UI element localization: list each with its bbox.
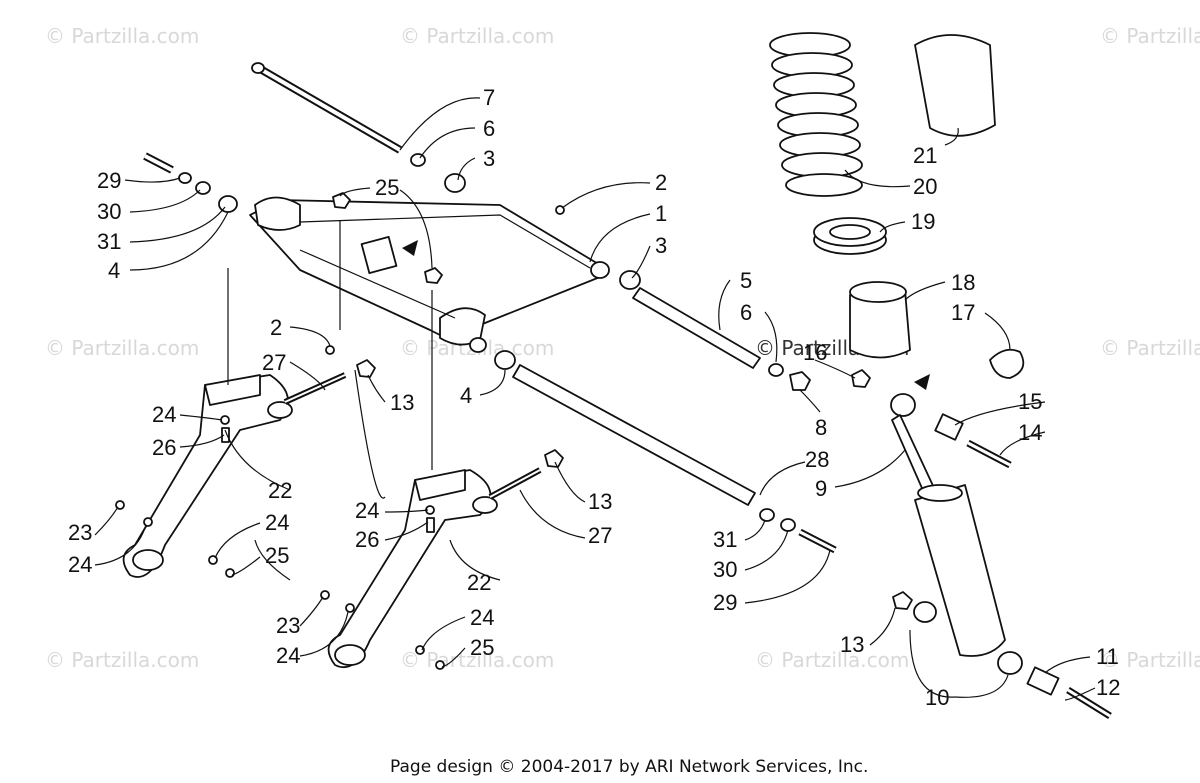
callout-5: 5 bbox=[740, 268, 752, 293]
callout-17: 17 bbox=[951, 300, 975, 325]
callout-25: 25 bbox=[470, 635, 494, 660]
callout-22: 22 bbox=[268, 478, 292, 503]
guide-lines bbox=[227, 220, 433, 470]
callout-8: 8 bbox=[815, 415, 827, 440]
callout-13: 13 bbox=[588, 489, 612, 514]
copyright-footer: Page design © 2004-2017 by ARI Network S… bbox=[390, 757, 868, 777]
callout-16: 16 bbox=[803, 340, 827, 365]
shaft-28 bbox=[512, 364, 837, 554]
callout-29: 29 bbox=[97, 168, 121, 193]
callout-11: 11 bbox=[1096, 644, 1119, 669]
bushing-4-mid bbox=[494, 350, 516, 370]
callout-19: 19 bbox=[911, 209, 935, 234]
callout-30: 30 bbox=[713, 557, 737, 582]
nut-16 bbox=[851, 369, 871, 388]
callout-25: 25 bbox=[265, 543, 289, 568]
watermark: © Partzilla.com bbox=[45, 24, 199, 48]
grease-fitting-2-left bbox=[325, 345, 335, 355]
callout-22: 22 bbox=[467, 570, 491, 595]
watermark: © Partzilla.com bbox=[1100, 24, 1200, 48]
callout-4: 4 bbox=[108, 258, 120, 283]
shock-9 bbox=[890, 393, 1006, 657]
callout-2: 2 bbox=[655, 170, 667, 195]
callout-25: 25 bbox=[375, 175, 399, 200]
washer-17 bbox=[989, 348, 1025, 379]
callout-14: 14 bbox=[1018, 420, 1042, 445]
callout-6: 6 bbox=[740, 300, 752, 325]
callout-15: 15 bbox=[1018, 389, 1042, 414]
watermark: © Partzilla.com bbox=[400, 648, 554, 672]
watermarks: © Partzilla.com © Partzilla.com © Partzi… bbox=[45, 24, 1200, 672]
callout-13: 13 bbox=[840, 632, 864, 657]
bumper-21 bbox=[914, 34, 996, 137]
spring-20 bbox=[769, 32, 863, 197]
callout-10: 10 bbox=[925, 685, 949, 710]
callout-27: 27 bbox=[262, 350, 286, 375]
part-drawings bbox=[115, 32, 1112, 719]
callout-31: 31 bbox=[97, 229, 121, 254]
watermark: © Partzilla.com bbox=[755, 648, 909, 672]
callout-7: 7 bbox=[483, 85, 495, 110]
callout-1: 1 bbox=[655, 201, 667, 226]
callout-24: 24 bbox=[470, 605, 494, 630]
callout-3: 3 bbox=[483, 146, 495, 171]
callout-13: 13 bbox=[390, 390, 414, 415]
watermark: © Partzilla.com bbox=[1100, 648, 1200, 672]
arrow-marker-shock bbox=[914, 374, 930, 390]
watermark: © Partzilla.com bbox=[45, 336, 199, 360]
sleeve-18 bbox=[849, 281, 911, 359]
callout-31: 31 bbox=[713, 527, 737, 552]
callout-23: 23 bbox=[68, 520, 92, 545]
shaft-5 bbox=[632, 287, 811, 391]
bushing-3-right bbox=[619, 270, 641, 290]
callout-30: 30 bbox=[97, 199, 121, 224]
callout-24: 24 bbox=[68, 552, 92, 577]
collar-19 bbox=[813, 217, 887, 255]
arrow-marker-arm bbox=[402, 240, 418, 256]
callout-21: 21 bbox=[913, 143, 937, 168]
callout-24: 24 bbox=[355, 498, 379, 523]
callout-2: 2 bbox=[270, 315, 282, 340]
callout-3: 3 bbox=[655, 233, 667, 258]
bracket-22-left bbox=[115, 359, 376, 578]
callout-24: 24 bbox=[276, 643, 300, 668]
callouts: 7 6 3 2 1 3 29 30 31 4 25 2 27 13 4 5 6 … bbox=[68, 85, 1120, 710]
callout-26: 26 bbox=[152, 435, 176, 460]
bushing-6-top bbox=[410, 153, 466, 193]
bracket-22-middle bbox=[320, 449, 564, 670]
callout-24: 24 bbox=[265, 510, 289, 535]
callout-4: 4 bbox=[460, 383, 472, 408]
callout-12: 12 bbox=[1096, 675, 1120, 700]
callout-20: 20 bbox=[913, 174, 937, 199]
callout-28: 28 bbox=[805, 447, 829, 472]
callout-26: 26 bbox=[355, 527, 379, 552]
bolt-29-left bbox=[143, 152, 211, 195]
callout-27: 27 bbox=[588, 523, 612, 548]
bushing-4-arm bbox=[469, 337, 487, 353]
bushing-4-left bbox=[218, 195, 238, 213]
nut-25-b bbox=[424, 267, 443, 284]
watermark: © Partzilla.com bbox=[1100, 336, 1200, 360]
callout-9: 9 bbox=[815, 476, 827, 501]
callout-24: 24 bbox=[152, 402, 176, 427]
leader-lines bbox=[94, 97, 1096, 701]
bolt-7 bbox=[251, 62, 403, 154]
callout-23: 23 bbox=[276, 613, 300, 638]
nut-25-a bbox=[332, 192, 351, 209]
lower-hardware bbox=[892, 591, 1112, 719]
watermark: © Partzilla.com bbox=[400, 24, 554, 48]
callout-29: 29 bbox=[713, 590, 737, 615]
bolt-14 bbox=[934, 413, 1012, 469]
callout-18: 18 bbox=[951, 270, 975, 295]
watermark: © Partzilla.com bbox=[45, 648, 199, 672]
callout-6: 6 bbox=[483, 116, 495, 141]
